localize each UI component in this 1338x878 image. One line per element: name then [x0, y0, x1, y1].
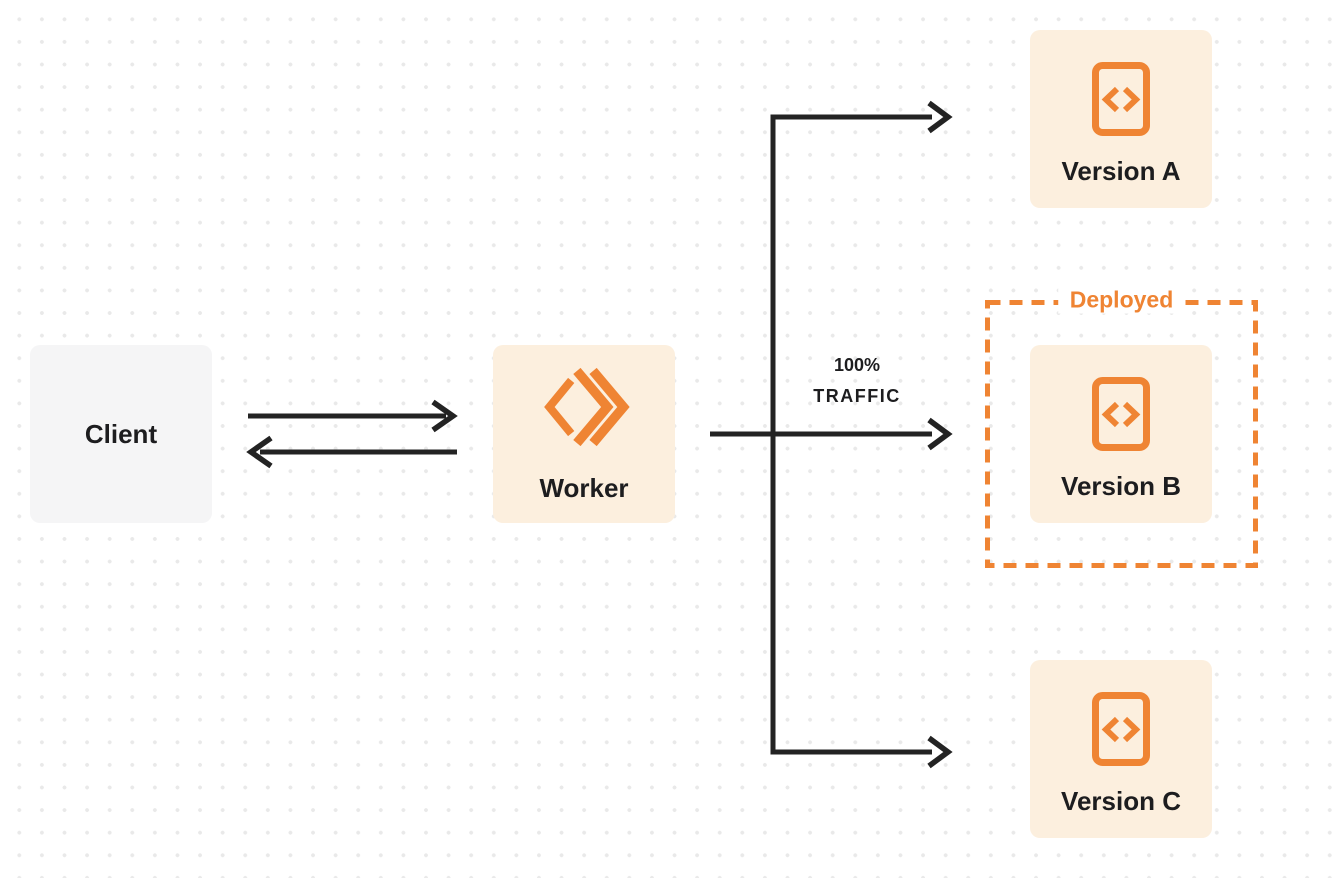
code-file-icon: [1092, 377, 1150, 451]
traffic-annotation: 100% TRAFFIC: [777, 350, 937, 412]
traffic-word: TRAFFIC: [813, 386, 901, 406]
arrow-to-version-c: [770, 735, 953, 769]
version-b-label: Version B: [1061, 471, 1181, 501]
arrow-client-to-worker: [248, 399, 458, 433]
arrow-to-version-a: [770, 100, 953, 134]
arrow-worker-to-client: [246, 435, 457, 469]
traffic-percent: 100%: [833, 355, 881, 375]
version-b-node: Version B: [1030, 345, 1212, 523]
version-c-label: Version C: [1061, 786, 1181, 816]
worker-label: Worker: [539, 473, 629, 503]
deployed-group: Deployed: [985, 286, 1258, 568]
code-file-icon: [1092, 62, 1150, 136]
client-node: Client: [30, 345, 212, 523]
code-file-icon: [1092, 692, 1150, 766]
deployed-label: Deployed: [1057, 286, 1186, 314]
version-a-node: Version A: [1030, 30, 1212, 208]
cloudflare-workers-icon: [537, 367, 632, 447]
worker-node: Worker: [493, 345, 675, 523]
version-a-label: Version A: [1061, 156, 1181, 186]
arrow-to-version-b: [710, 417, 953, 451]
version-c-node: Version C: [1030, 660, 1212, 838]
client-label: Client: [84, 419, 158, 449]
